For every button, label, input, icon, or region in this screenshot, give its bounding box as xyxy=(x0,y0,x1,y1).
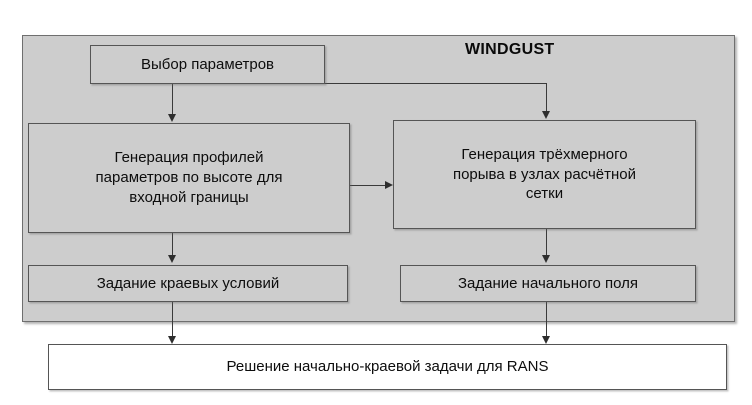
connector-gust-to-initial-line xyxy=(546,228,547,256)
connector-initial-to-rans-arrow xyxy=(541,336,550,344)
connector-profiles-to-gust-line xyxy=(350,185,386,186)
node-select-parameters[interactable]: Выбор параметров xyxy=(90,45,325,84)
connector-boundary-to-rans-line xyxy=(172,301,173,337)
connector-profiles-to-boundary-line xyxy=(172,232,173,256)
connector-profiles-to-gust-arrow xyxy=(385,180,393,189)
connector-profiles-to-boundary-arrow xyxy=(167,255,176,263)
node-generate-gust-label: Генерация трёхмерного порыва в узлах рас… xyxy=(452,145,637,203)
connector-select-to-gust-horizontal xyxy=(172,83,547,84)
node-generate-profiles-label: Генерация профилей параметров по высоте … xyxy=(95,149,283,206)
node-generate-profiles[interactable]: Генерация профилей параметров по высоте … xyxy=(28,123,350,233)
node-boundary-conditions-label: Задание краевых условий xyxy=(96,274,280,292)
node-generate-gust[interactable]: Генерация трёхмерного порыва в узлах рас… xyxy=(393,120,696,229)
node-select-parameters-label: Выбор параметров xyxy=(140,55,275,73)
node-initial-field[interactable]: Задание начального поля xyxy=(400,265,696,302)
connector-select-to-profiles-line xyxy=(172,83,173,115)
connector-select-to-gust-vertical xyxy=(546,83,547,112)
node-initial-field-label: Задание начального поля xyxy=(458,274,638,292)
node-rans-solution[interactable]: Решение начально-краевой задачи для RANS xyxy=(48,344,727,390)
connector-select-to-profiles-arrow xyxy=(167,114,176,122)
diagram-title: WINDGUST xyxy=(465,41,555,58)
connector-initial-to-rans-line xyxy=(546,301,547,337)
node-boundary-conditions[interactable]: Задание краевых условий xyxy=(28,265,348,302)
node-rans-solution-label: Решение начально-краевой задачи для RANS xyxy=(226,358,549,376)
connector-select-to-gust-arrow xyxy=(541,111,550,119)
connector-gust-to-initial-arrow xyxy=(541,255,550,263)
connector-boundary-to-rans-arrow xyxy=(167,336,176,344)
